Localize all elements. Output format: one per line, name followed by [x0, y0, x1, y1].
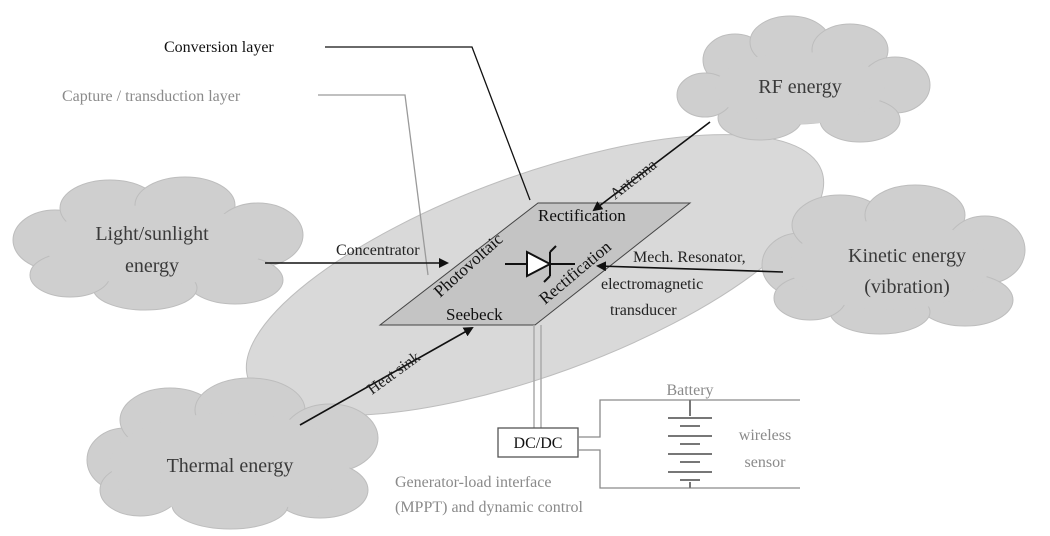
conversion-layer-leader	[325, 46, 531, 201]
output-wire-bottom	[578, 449, 800, 489]
light-energy-cloud	[12, 176, 304, 311]
battery-label: Battery	[666, 382, 713, 399]
seebeck-label: Seebeck	[446, 305, 503, 324]
mech-resonator-label-line1: Mech. Resonator,	[633, 249, 746, 266]
rectification-top-label: Rectification	[538, 206, 626, 225]
light-energy-label-line2: energy	[125, 255, 179, 277]
wireless-sensor-label-line1: wireless	[739, 427, 791, 444]
capture-layer-label: Capture / transduction layer	[62, 88, 241, 105]
mech-resonator-label-line3: transducer	[610, 302, 677, 319]
kinetic-energy-cloud	[761, 184, 1026, 335]
dcdc-box	[497, 427, 579, 458]
rf-energy-cloud	[676, 15, 931, 143]
wireless-sensor-label-line2: sensor	[745, 454, 787, 471]
diode-icon	[505, 245, 575, 283]
mech-resonator-label-line2: electromagnetic	[601, 276, 703, 293]
concentrator-label: Concentrator	[336, 242, 420, 259]
dcdc-label: DC/DC	[514, 435, 563, 452]
kinetic-energy-label-line1: Kinetic energy	[848, 245, 966, 267]
kinetic-arrow	[596, 261, 784, 273]
battery-icon	[668, 400, 712, 488]
output-wire-top	[578, 399, 800, 438]
rf-arrow	[592, 121, 711, 212]
rf-energy-label: RF energy	[758, 76, 842, 98]
conversion-layer-label: Conversion layer	[164, 39, 274, 56]
capture-layer-leader	[318, 94, 429, 276]
interface-label-line2: (MPPT) and dynamic control	[395, 499, 584, 516]
light-energy-label-line1: Light/sunlight	[95, 223, 209, 245]
kinetic-energy-label-line2: (vibration)	[864, 276, 950, 298]
thermal-energy-label: Thermal energy	[167, 455, 294, 477]
thermal-arrow	[299, 327, 474, 426]
interface-label-line1: Generator-load interface	[395, 474, 551, 491]
